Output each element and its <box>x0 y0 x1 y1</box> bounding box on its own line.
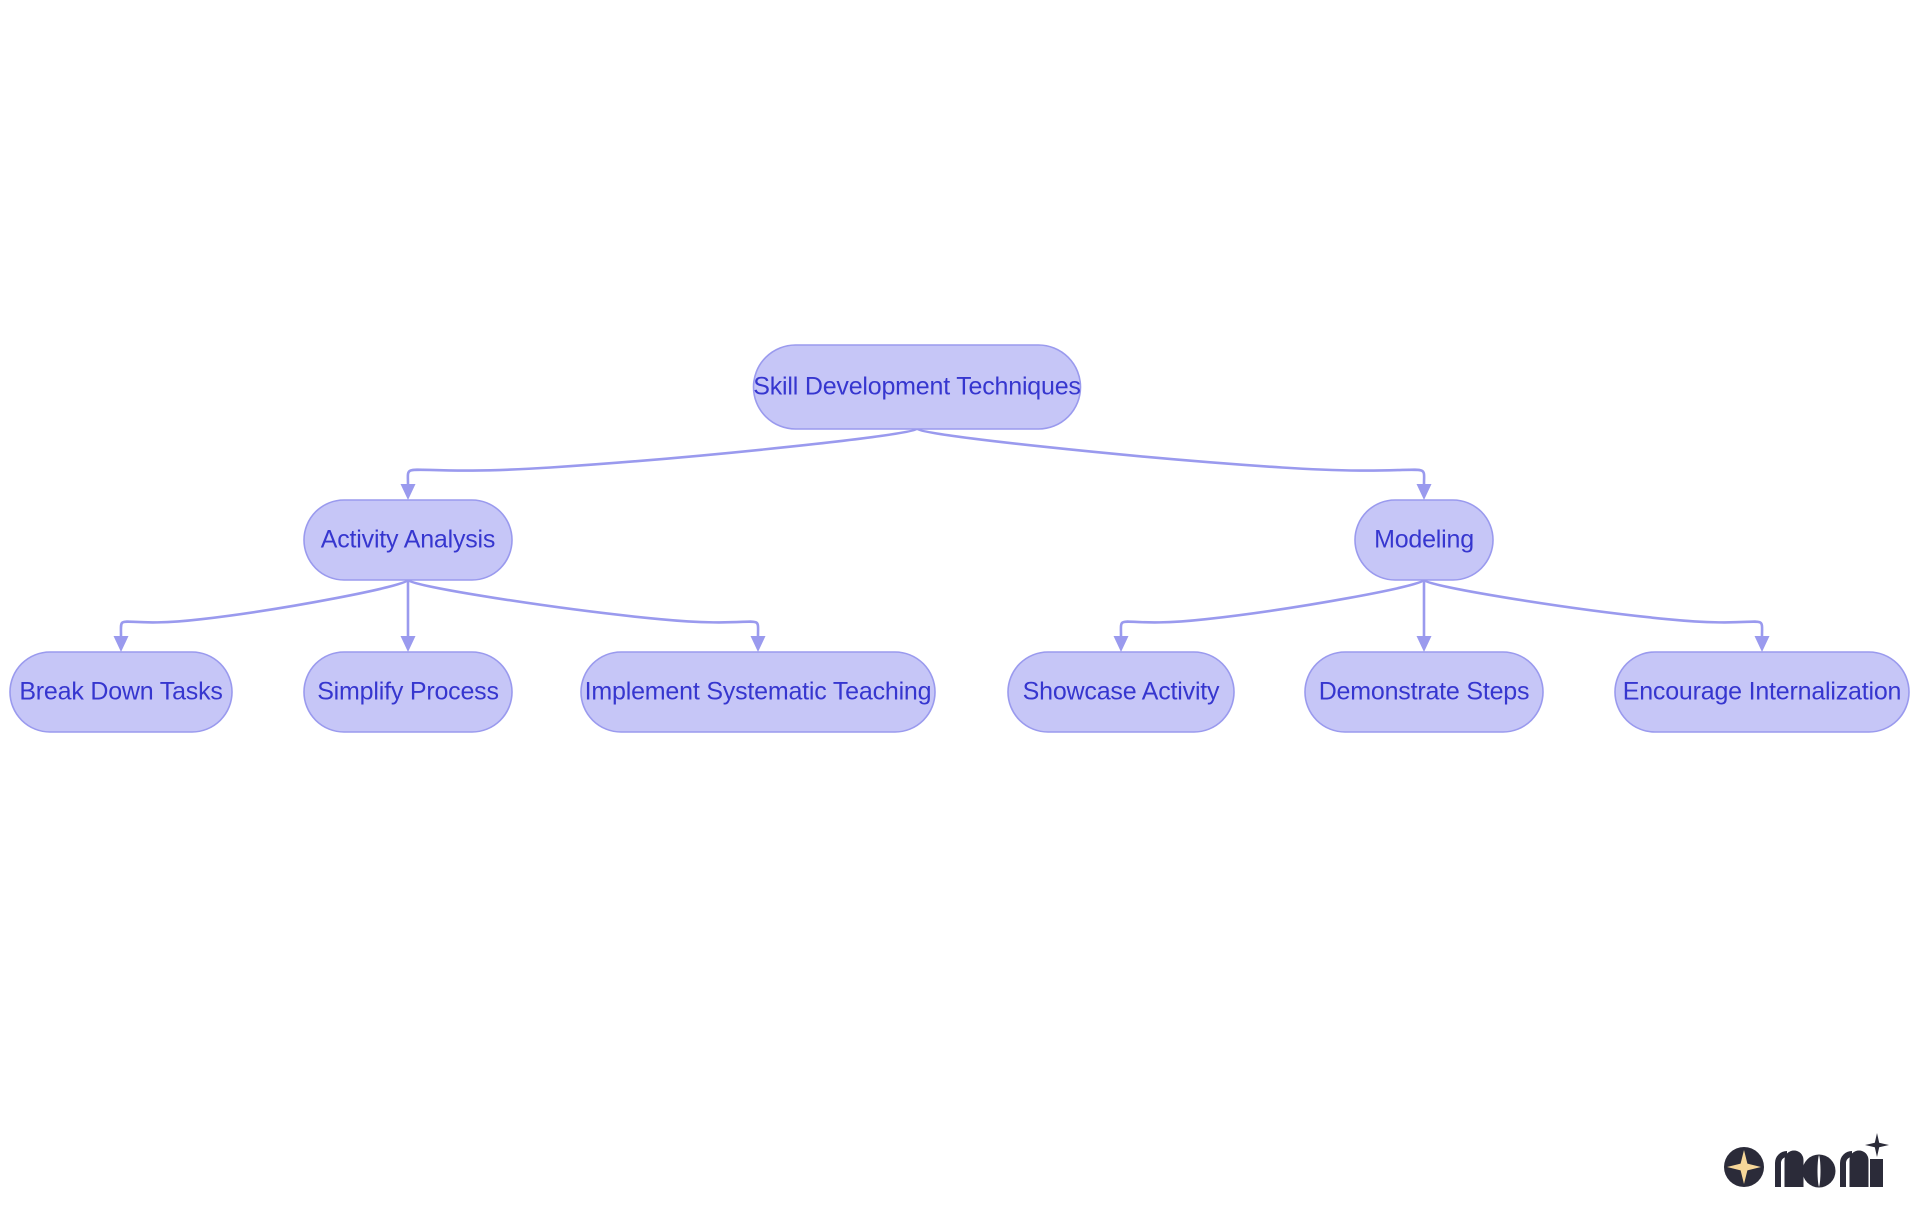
node-showcase[interactable]: Showcase Activity <box>1007 651 1235 733</box>
node-demonstrate[interactable]: Demonstrate Steps <box>1304 651 1544 733</box>
edge-activity-to-breakdown <box>113 578 410 652</box>
node-shape-simplify[interactable] <box>303 651 513 733</box>
node-label-systematic: Implement Systematic Teaching <box>585 678 932 706</box>
node-activity[interactable]: Activity Analysis <box>303 499 513 581</box>
node-shape-root[interactable] <box>752 344 1082 430</box>
node-breakdown[interactable]: Break Down Tasks <box>9 651 233 733</box>
node-label-modeling: Modeling <box>1374 526 1474 554</box>
logo-letter-r-2-stem <box>1849 1160 1869 1187</box>
node-label-encourage: Encourage Internalization <box>1623 678 1902 706</box>
logo-letter-i <box>1870 1159 1883 1187</box>
node-shape-activity[interactable] <box>303 499 513 581</box>
edge-modeling-to-encourage <box>1422 578 1770 652</box>
logo-letter-r-2 <box>1840 1151 1852 1187</box>
rori-logo <box>1722 1129 1892 1195</box>
node-label-demonstrate: Demonstrate Steps <box>1319 678 1530 706</box>
logo-letter-i-sparkle-icon <box>1865 1133 1889 1157</box>
edge-modeling-to-demonstrate <box>1416 578 1432 652</box>
node-label-root: Skill Development Techniques <box>753 373 1080 401</box>
logo-letter-r-1 <box>1775 1151 1787 1187</box>
sparkle-star-icon <box>1727 1150 1761 1184</box>
node-shape-breakdown[interactable] <box>9 651 233 733</box>
node-shape-showcase[interactable] <box>1007 651 1235 733</box>
edge-activity-to-systematic <box>406 578 766 652</box>
edge-modeling-to-showcase <box>1113 578 1426 652</box>
logo-letter-r-1-stem <box>1784 1160 1804 1187</box>
node-encourage[interactable]: Encourage Internalization <box>1614 651 1910 733</box>
edge-root-to-activity <box>400 427 919 500</box>
logo-letter-o-slit <box>1817 1155 1821 1187</box>
node-shape-demonstrate[interactable] <box>1304 651 1544 733</box>
node-root[interactable]: Skill Development Techniques <box>752 344 1082 430</box>
node-label-breakdown: Break Down Tasks <box>19 678 222 706</box>
node-modeling[interactable]: Modeling <box>1354 499 1494 581</box>
node-simplify[interactable]: Simplify Process <box>303 651 513 733</box>
node-shape-encourage[interactable] <box>1614 651 1910 733</box>
edge-root-to-modeling <box>915 427 1432 500</box>
edges-layer <box>113 427 1770 652</box>
edge-activity-to-simplify <box>400 578 416 652</box>
node-shape-modeling[interactable] <box>1354 499 1494 581</box>
node-label-showcase: Showcase Activity <box>1023 678 1220 706</box>
node-systematic[interactable]: Implement Systematic Teaching <box>580 651 936 733</box>
node-label-activity: Activity Analysis <box>321 526 495 554</box>
node-shape-systematic[interactable] <box>580 651 936 733</box>
node-label-simplify: Simplify Process <box>317 678 499 706</box>
